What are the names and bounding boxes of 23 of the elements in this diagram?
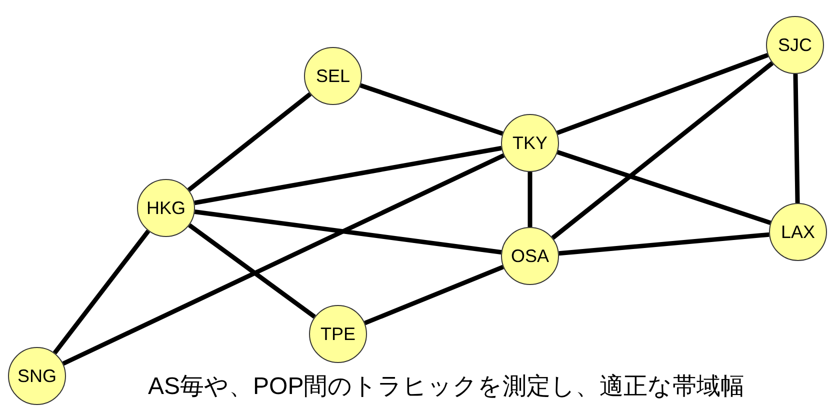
connector-line [194, 210, 502, 254]
city-node: LAX [769, 203, 827, 261]
connector-line [793, 74, 800, 204]
city-node: TKY [501, 114, 559, 172]
city-node: OSA [501, 227, 559, 285]
connector-line [194, 146, 502, 206]
connector-line [364, 264, 504, 326]
city-node: TPE [309, 305, 367, 363]
connector-line [556, 52, 769, 136]
city-node: HKG [137, 179, 195, 237]
city-node: SEL [304, 47, 362, 105]
connector-line [187, 92, 312, 192]
note-text: AS毎や、POP間のトラヒックを測定し、適正な帯域幅 [148, 372, 745, 402]
connector-line [528, 172, 532, 227]
connector-line [52, 230, 150, 354]
connector-line [556, 150, 772, 225]
connector-line [360, 83, 504, 136]
city-node: SNG [8, 347, 66, 405]
connector-line [551, 61, 774, 240]
connector-line [558, 232, 770, 256]
connector-line [188, 223, 316, 319]
city-node: SJC [766, 16, 824, 74]
connector-line [62, 153, 505, 366]
